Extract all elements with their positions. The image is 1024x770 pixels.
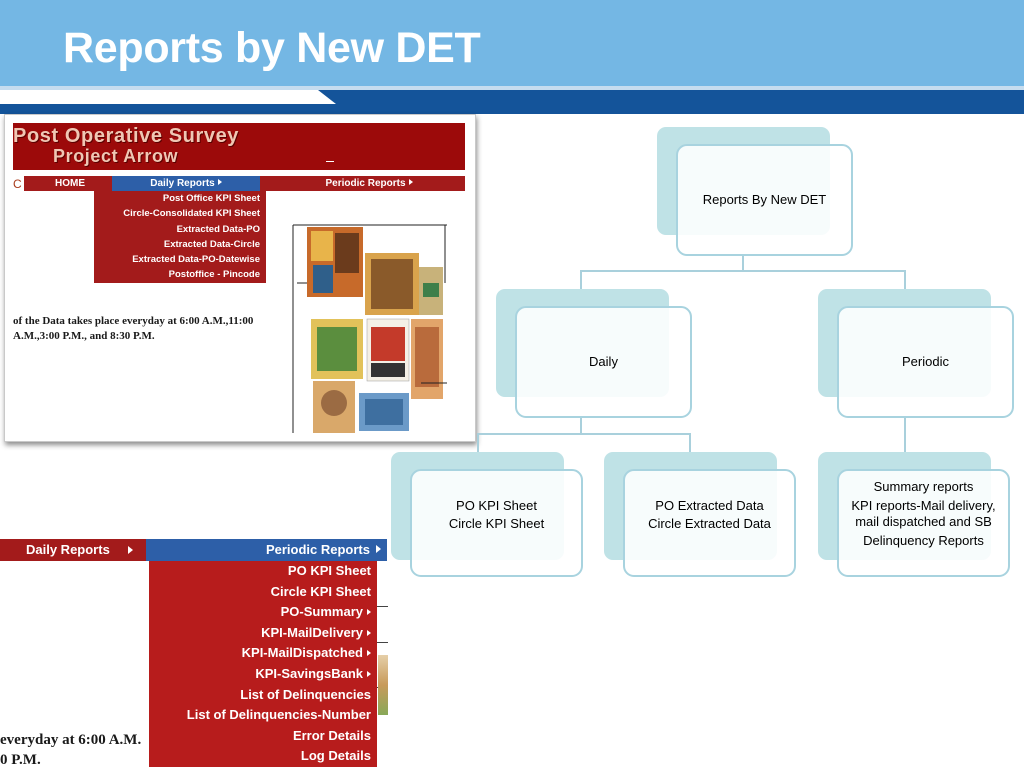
node-box: PO Extracted Data Circle Extracted Data <box>623 469 796 577</box>
connector-line <box>477 433 691 435</box>
submenu-arrow-icon <box>408 179 413 185</box>
node-label: KPI reports-Mail delivery, mail dispatch… <box>851 498 996 529</box>
menu-item-label: Circle KPI Sheet <box>270 583 371 599</box>
screenshot-periodic-reports: Daily Reports Periodic Reports PO KPI Sh… <box>0 537 390 768</box>
update-schedule-text: of the Data takes place everyday at 6:00… <box>13 314 293 344</box>
connector-line <box>689 433 691 452</box>
menu-item[interactable]: KPI-SavingsBank <box>149 664 377 685</box>
menu-item[interactable]: Extracted Data-Circle <box>163 238 260 250</box>
banner-subtitle: Project Arrow <box>53 146 179 166</box>
background-line <box>376 606 388 607</box>
node-box: PO KPI Sheet Circle KPI Sheet <box>410 469 583 577</box>
schedule-line: A.M.,3:00 P.M., and 8:30 P.M. <box>13 330 155 342</box>
stray-letter: C <box>13 177 22 191</box>
connector-line <box>904 417 906 452</box>
node-label: Daily <box>589 354 618 369</box>
node-box: Summary reports KPI reports-Mail deliver… <box>837 469 1010 577</box>
node-label: PO Extracted Data <box>655 498 764 513</box>
update-schedule-text: everyday at 6:00 A.M. 0 P.M. <box>0 730 150 770</box>
node-label: PO KPI Sheet <box>456 498 537 513</box>
submenu-arrow-icon <box>376 545 381 553</box>
node-label: Summary reports <box>873 479 974 494</box>
menu-item-label: KPI-MailDelivery <box>261 624 363 640</box>
submenu-arrow-icon <box>367 670 371 677</box>
chart-node-root: Reports By New DET <box>657 127 853 256</box>
menu-item[interactable]: Circle-Consolidated KPI Sheet <box>123 208 260 220</box>
menu-item-label: PO-Summary <box>280 604 363 620</box>
schedule-line: of the Data takes place everyday at 6:00… <box>13 315 254 327</box>
node-box: Daily <box>515 306 692 418</box>
nav-periodic-label: Periodic Reports <box>325 178 406 189</box>
node-label: Reports By New DET <box>702 192 827 207</box>
nav-home[interactable]: HOME <box>34 176 106 191</box>
menu-item[interactable]: Error Details <box>149 726 377 747</box>
banner-dash <box>326 161 334 162</box>
header-band-notch <box>0 90 336 104</box>
submenu-arrow-icon <box>367 609 371 616</box>
stamp-collage-image <box>292 224 447 433</box>
menu-item-label: KPI-SavingsBank <box>255 665 363 681</box>
submenu-arrow-icon <box>367 629 371 636</box>
slide-header: Reports by New DET <box>0 0 1024 86</box>
menu-item[interactable]: PO-Summary <box>149 602 377 623</box>
connector-line <box>742 254 744 270</box>
connector-line <box>580 270 906 272</box>
node-label: Periodic <box>902 354 949 369</box>
schedule-line: 0 P.M. <box>0 752 41 768</box>
nav-periodic-label: Periodic Reports <box>265 542 370 557</box>
menu-item[interactable]: Log Details <box>149 746 377 767</box>
menu-item-label: PO KPI Sheet <box>287 563 371 578</box>
node-label: Circle KPI Sheet <box>448 516 545 531</box>
menu-item[interactable]: Post Office KPI Sheet <box>162 193 260 204</box>
menu-item-label: Log Details <box>300 748 371 764</box>
chart-node-daily: Daily <box>496 289 692 419</box>
connector-line <box>477 433 479 452</box>
menu-item[interactable]: PO KPI Sheet <box>149 561 377 582</box>
submenu-arrow-icon <box>367 650 371 657</box>
site-banner: Post Operative Survey Project Arrow <box>13 123 465 170</box>
menu-item[interactable]: KPI-MailDelivery <box>149 623 377 644</box>
menu-item[interactable]: List of Delinquencies <box>149 685 377 706</box>
nav-daily-label: Daily Reports <box>150 178 215 189</box>
connector-line <box>580 270 582 289</box>
schedule-line: everyday at 6:00 A.M. <box>0 732 142 748</box>
menu-item[interactable]: Extracted Data-PO <box>176 223 260 235</box>
connector-line <box>580 417 582 433</box>
nav-home-label: HOME <box>55 178 85 189</box>
menu-item-label: List of Delinquencies-Number <box>186 707 371 723</box>
menu-item[interactable]: Postoffice - Pincode <box>168 269 260 281</box>
node-box: Periodic <box>837 306 1014 418</box>
chart-node-periodic: Periodic <box>818 289 1014 419</box>
menu-item-label: Error Details <box>292 727 371 743</box>
submenu-arrow-icon <box>128 546 133 554</box>
background-image-strip <box>378 655 388 715</box>
nav-bar: HOME Daily Reports Periodic Reports <box>24 176 465 191</box>
nav-daily-reports[interactable]: Daily Reports <box>112 176 260 191</box>
menu-item-label: List of Delinquencies <box>240 686 371 702</box>
node-box: Reports By New DET <box>676 144 853 256</box>
chart-node-po-kpi: PO KPI Sheet Circle KPI Sheet <box>391 452 587 582</box>
nav-periodic-reports[interactable]: Periodic Reports <box>146 539 387 561</box>
chart-node-extracted-data: PO Extracted Data Circle Extracted Data <box>604 452 800 582</box>
background-line <box>376 642 388 643</box>
screenshot-daily-reports: Post Operative Survey Project Arrow C HO… <box>4 114 476 442</box>
node-label: Delinquency Reports <box>863 533 984 548</box>
nav-daily-reports[interactable]: Daily Reports <box>0 539 146 561</box>
menu-item[interactable]: List of Delinquencies-Number <box>149 705 377 726</box>
menu-item[interactable]: Circle KPI Sheet <box>149 582 377 603</box>
menu-item-label: KPI-MailDispatched <box>241 645 363 661</box>
menu-item[interactable]: KPI-MailDispatched <box>149 643 377 664</box>
periodic-reports-menu: PO KPI Sheet Circle KPI Sheet PO-Summary… <box>149 561 377 767</box>
submenu-arrow-icon <box>217 179 222 185</box>
menu-item[interactable]: Extracted Data-PO-Datewise <box>132 254 260 266</box>
nav-periodic-reports[interactable]: Periodic Reports <box>304 176 434 191</box>
header-band-light <box>0 86 1024 90</box>
slide-title: Reports by New DET <box>63 24 481 72</box>
banner-title: Post Operative Survey <box>13 125 240 147</box>
daily-reports-menu: Post Office KPI Sheet Circle-Consolidate… <box>94 191 266 283</box>
connector-line <box>904 270 906 289</box>
nav-daily-label: Daily Reports <box>26 542 110 557</box>
node-label: Circle Extracted Data <box>648 516 771 531</box>
chart-node-summary-reports: Summary reports KPI reports-Mail deliver… <box>818 452 1014 582</box>
